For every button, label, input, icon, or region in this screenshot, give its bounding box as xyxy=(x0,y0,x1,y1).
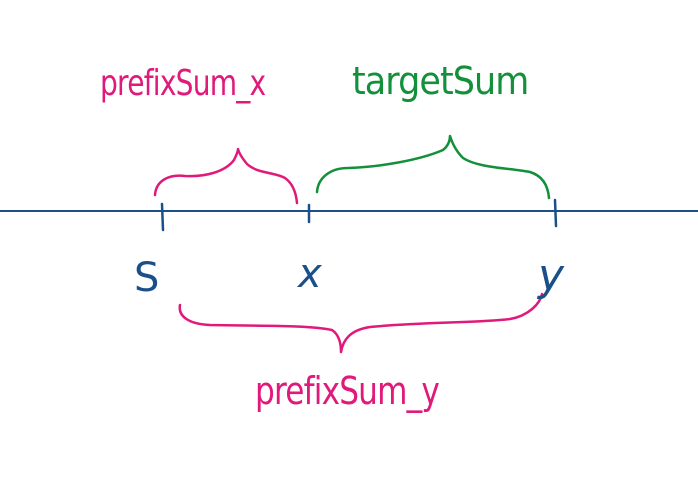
brace-target xyxy=(315,134,551,200)
label-target-sum: targetSum xyxy=(352,59,529,103)
label-prefix-sum-x: prefixSum_x xyxy=(100,63,266,104)
tick-s xyxy=(160,202,165,232)
tick-y xyxy=(553,198,558,228)
label-prefix-sum-y: prefixSum_y xyxy=(255,369,440,413)
brace-prefix-y xyxy=(178,292,544,354)
brace-prefix-x xyxy=(153,147,299,205)
point-label-s: S xyxy=(134,255,160,301)
point-label-x: x xyxy=(298,251,322,297)
point-label-y: y xyxy=(538,250,565,301)
